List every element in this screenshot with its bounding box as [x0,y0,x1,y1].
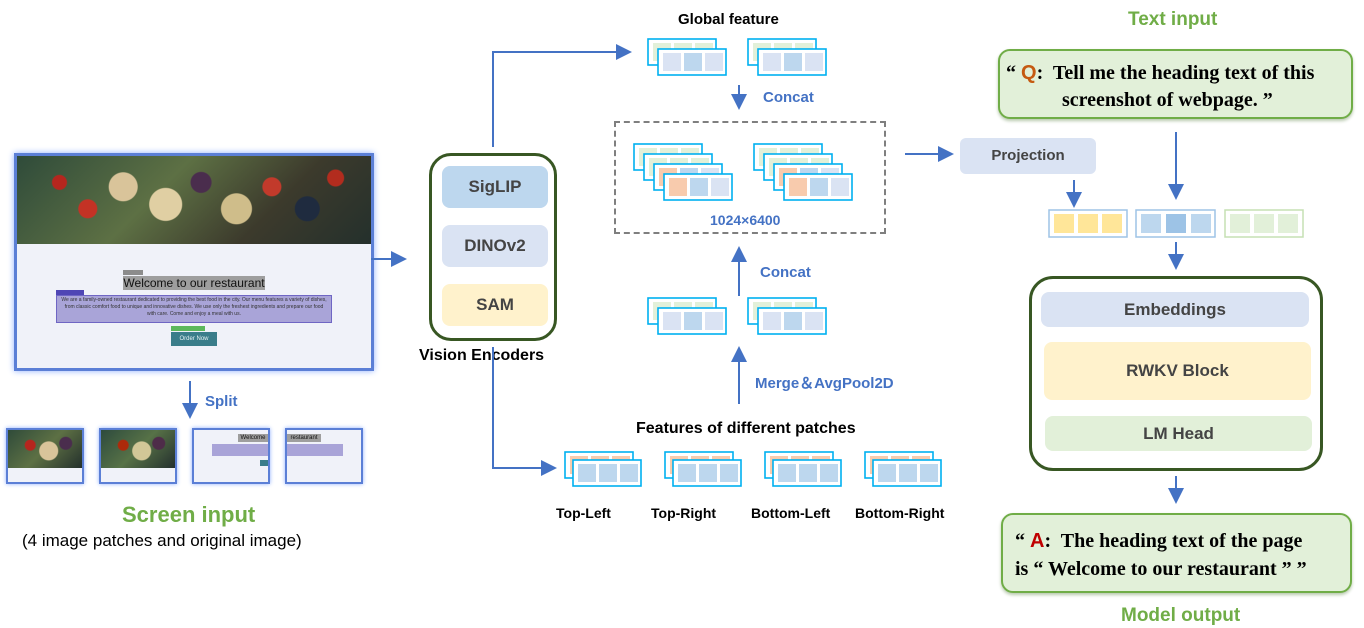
heading-tag [123,270,143,275]
screen-input-title: Screen input [122,502,256,527]
answer-line2: is “ Welcome to our restaurant ” ” [1015,558,1307,580]
feature-dims-label: 1024×6400 [710,212,781,228]
food-photo [17,156,371,244]
answer-box: “ A: The heading text of the page is “ W… [1001,513,1352,593]
a-prefix: A [1030,530,1045,552]
screen-input-subtitle: (4 image patches and original image) [22,531,302,550]
dino-tokens [1135,209,1216,238]
label-bottom-left: Bottom-Left [751,505,831,521]
label-top-right: Top-Right [651,505,717,521]
rwkv-block-layer: RWKV Block [1044,342,1311,400]
concat-stack-a-layer-3 [663,173,733,201]
vision-encoders-label: Vision Encoders [419,347,545,364]
projection-box: Projection [960,138,1096,174]
webpage-order-button: Order Now [171,332,217,346]
global-feature-arrow [492,44,632,147]
label-top-left: Top-Left [556,505,611,521]
model-output-title: Model output [1121,605,1241,626]
split-label: Split [205,393,238,410]
patch-stack-top-right-layer-1 [672,459,742,487]
global-stack-a-layer-1 [657,48,727,76]
visual-tokens [1048,209,1128,238]
concat-stack-b-layer-3 [783,173,853,201]
patch-features-title: Features of different patches [636,420,856,437]
text-tag [56,290,84,295]
embeddings-layer: Embeddings [1041,292,1309,327]
answer-line1: “ A: The heading text of the page [1015,530,1303,552]
button-tag [171,326,205,331]
webpage-heading: Welcome to our restaurant [123,276,265,290]
concatenated-features-area [614,121,886,234]
patch-top-left [6,428,84,484]
global-feature-label: Global feature [678,11,779,28]
patch-stack-bottom-left-layer-1 [772,459,842,487]
patch-bottom-left: Welcome [192,428,270,484]
webpage-paragraph: We are a family-owned restaurant dedicat… [56,295,332,323]
global-stack-b-layer-1 [757,48,827,76]
concat-bottom-label: Concat [760,264,811,281]
patch-stack-top-left-layer-1 [572,459,642,487]
label-bottom-right: Bottom-Right [855,505,945,521]
merged-stack-b-layer-1 [757,307,827,335]
concat-top-label: Concat [763,89,814,106]
encoder-sam: SAM [442,284,548,326]
patch-stack-bottom-right-layer-1 [872,459,942,487]
original-screenshot: Welcome to our restaurant We are a famil… [14,153,374,371]
merge-avgpool-label: Merge＆AvgPool2D [755,375,894,392]
q-prefix: Q [1021,62,1037,84]
text-input-title: Text input [1128,9,1218,30]
patch-feature-arrow [492,347,557,476]
encoder-dinov2: DINOv2 [442,225,548,267]
question-line2: screenshot of webpage. ” [1062,89,1273,111]
question-line1: “ Q: Tell me the heading text of this [1006,62,1315,84]
merged-stack-a-layer-1 [657,307,727,335]
encoder-siglip: SigLIP [442,166,548,208]
patch-bottom-right: restaurant [285,428,363,484]
patch-top-right [99,428,177,484]
question-box: “ Q: Tell me the heading text of this sc… [998,49,1353,119]
text-tokens [1224,209,1304,238]
lm-head-layer: LM Head [1045,416,1312,451]
